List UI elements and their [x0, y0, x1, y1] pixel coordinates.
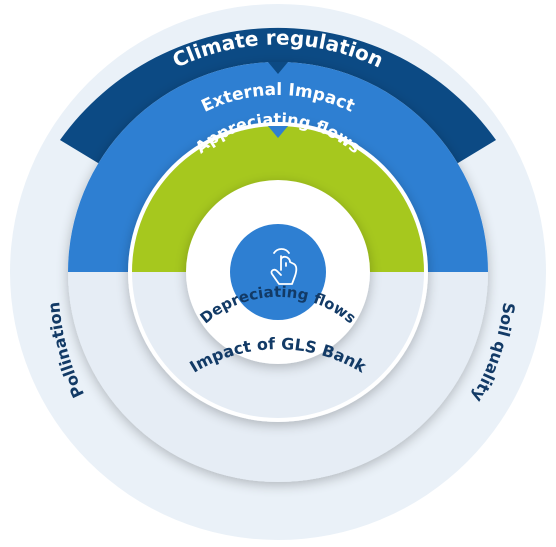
- middle-ring-notch: [268, 62, 288, 74]
- pointing-hand-icon: [270, 248, 298, 285]
- inner-ring-notch: [268, 126, 288, 138]
